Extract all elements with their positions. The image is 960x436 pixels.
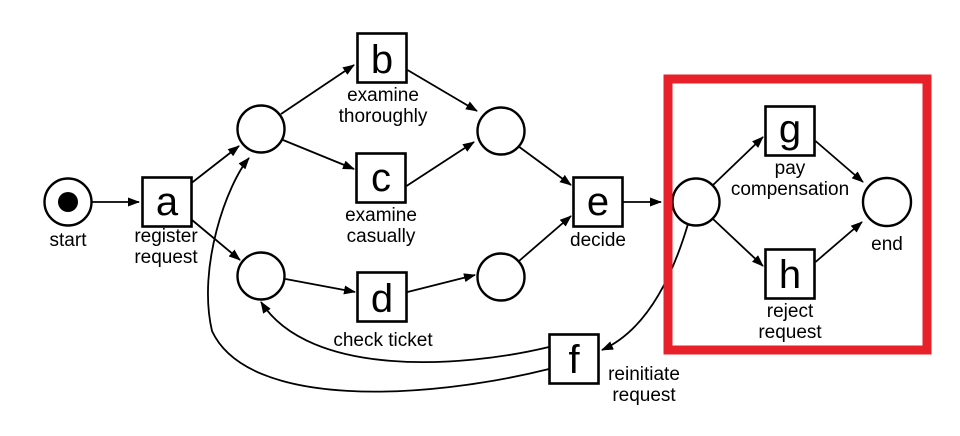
arc-p5-f: [601, 223, 689, 351]
transition-e-label-1: decide: [570, 230, 626, 251]
arc-p1-c: [282, 139, 355, 170]
transition-b-label-1: examine: [347, 85, 419, 106]
arc-a-p1: [190, 145, 240, 184]
arcs: [92, 64, 864, 393]
place-end: end: [861, 176, 913, 255]
arc-d-p4: [407, 273, 476, 293]
arc-f-p2: [260, 301, 550, 363]
transition-a-box: [141, 176, 193, 228]
transition-c-label-1: examine: [345, 205, 417, 226]
transition-c-box: [355, 152, 407, 204]
transition-a-letter: a: [156, 180, 179, 224]
transition-h-label-2: request: [758, 322, 822, 343]
arc-p5-h: [712, 218, 764, 267]
place-start-label: start: [50, 230, 88, 251]
transition-g-box: [764, 105, 816, 157]
arc-a-p2: [191, 219, 241, 261]
token-icon: [58, 192, 78, 212]
transition-c-label-2: casually: [347, 226, 416, 247]
transition-f-box: [548, 333, 600, 385]
place-start: start: [43, 177, 93, 251]
transition-c-letter: c: [371, 156, 391, 200]
arc-p1-b: [280, 64, 355, 115]
transition-d-letter: d: [371, 277, 393, 321]
transition-c: c examine casually: [345, 152, 417, 247]
transition-e-box: [572, 176, 624, 228]
transition-h-letter: h: [779, 253, 801, 297]
arc-p5-g: [712, 136, 764, 186]
place-p4-circle: [476, 252, 526, 302]
arc-p4-e: [518, 215, 572, 262]
transition-f-letter: f: [568, 338, 580, 382]
transition-d-label-1: check ticket: [333, 330, 433, 351]
place-p3-circle: [476, 106, 526, 156]
place-p5-circle: [671, 177, 721, 227]
transition-h-label-1: reject: [767, 301, 814, 322]
arc-p3-e: [517, 145, 572, 186]
transition-e: e decide: [570, 176, 626, 251]
arc-p2-d: [285, 278, 356, 295]
transition-a-label-1: register: [134, 226, 198, 247]
transition-g-label-2: compensation: [731, 179, 849, 200]
place-p1-circle: [236, 104, 286, 154]
transition-a-label-2: request: [134, 247, 198, 268]
transition-g-letter: g: [779, 107, 801, 151]
transition-b-label-2: thoroughly: [339, 106, 428, 127]
transition-g-label-1: pay: [775, 158, 806, 179]
place-end-label: end: [871, 234, 903, 255]
transition-g: g pay compensation: [731, 105, 849, 200]
transition-b-box: [356, 32, 408, 84]
transition-d: d check ticket: [333, 271, 433, 351]
arc-f-p1: [207, 157, 550, 393]
arc-g-end: [814, 140, 864, 183]
transition-d-box: [356, 271, 408, 323]
arc-h-end: [814, 221, 863, 263]
highlight-rectangle: [663, 74, 932, 355]
transition-b-letter: b: [371, 38, 393, 82]
transition-e-letter: e: [587, 180, 609, 224]
transition-f: f reinitiate request: [548, 333, 680, 406]
transition-h-box: [764, 248, 816, 300]
place-end-circle: [861, 176, 913, 228]
arc-c-p3: [406, 141, 475, 187]
transition-f-label-1: reinitiate: [608, 364, 680, 385]
transition-a: a register request: [134, 176, 198, 268]
transition-b: b examine thoroughly: [339, 32, 428, 127]
arc-b-p3: [407, 69, 478, 112]
transition-f-label-2: request: [612, 385, 676, 406]
place-p2-circle: [236, 251, 286, 301]
transition-h: h reject request: [758, 248, 822, 343]
